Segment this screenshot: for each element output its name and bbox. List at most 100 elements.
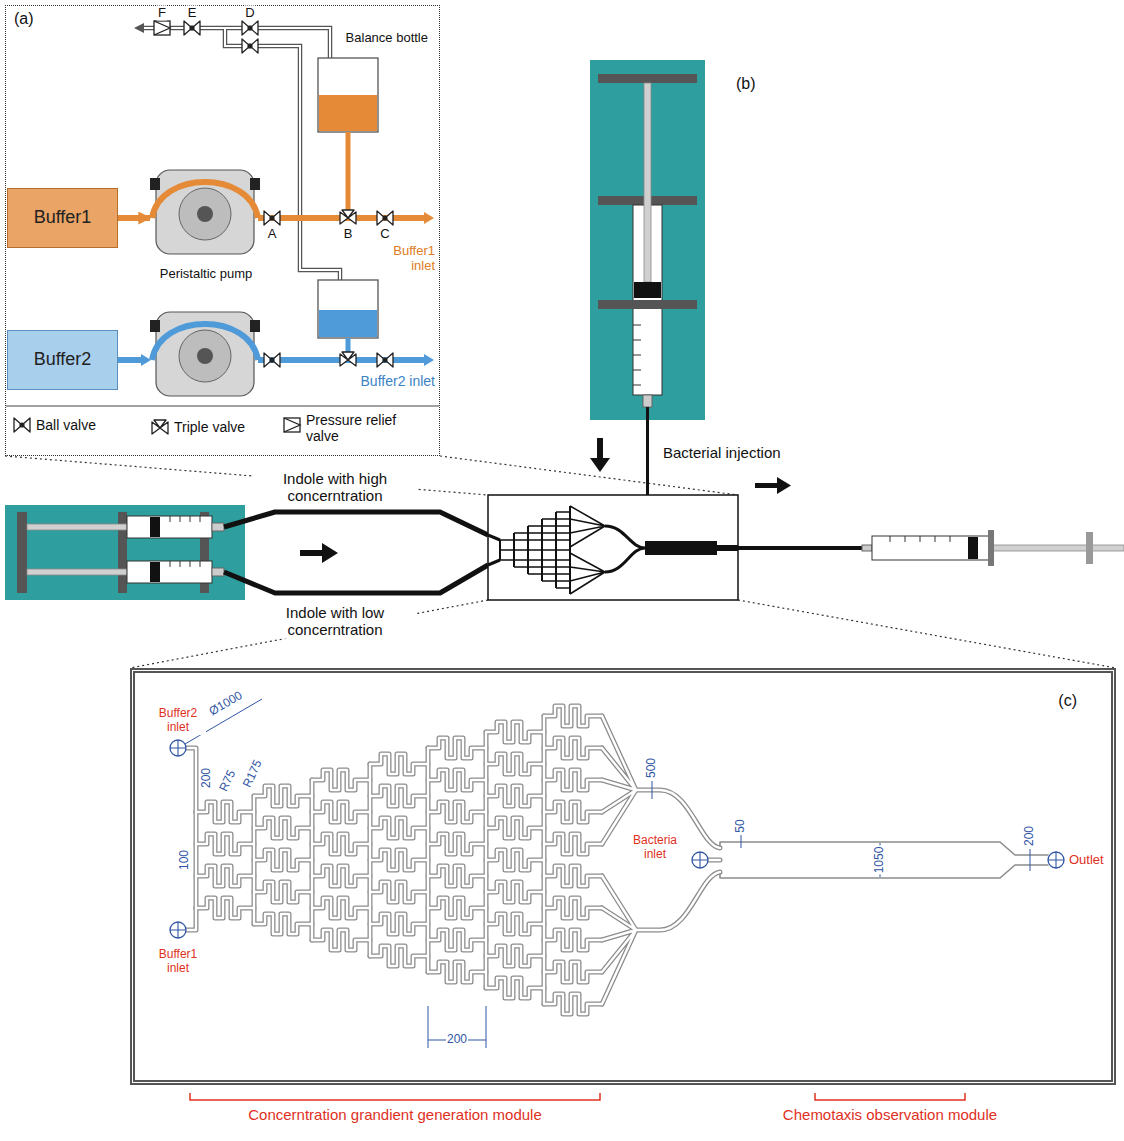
gas-pipes — [134, 23, 144, 33]
inlet-label: Buffer1 inlet — [380, 244, 436, 274]
valve-symbol — [264, 353, 280, 367]
peristaltic-pump-drawing — [152, 324, 258, 360]
syringe-pump-panel: (b) — [590, 60, 705, 420]
dimension-label: 200 — [446, 1033, 468, 1047]
bacteria-syringe-pump — [643, 395, 652, 407]
chip-overview — [717, 545, 738, 551]
dimension-line — [741, 835, 742, 848]
balance-bottle-drawing — [319, 95, 377, 131]
indole-syringe-pump — [5, 505, 245, 600]
gas-pipes — [134, 23, 340, 280]
dimension-label: 500 — [645, 757, 659, 779]
flow-label: Bacterial injection — [662, 444, 782, 461]
balance-bottle: Balance bottle — [322, 30, 428, 132]
flow-arrow — [597, 438, 603, 460]
dimension-line — [880, 843, 881, 877]
chip-overview — [500, 506, 570, 594]
bottle-label: Balance bottle — [346, 30, 428, 46]
indole-syringe-pump — [27, 569, 127, 575]
balance-bottle-drawing — [318, 58, 378, 353]
module-bracket — [190, 1093, 965, 1100]
flow-arrow — [300, 550, 322, 556]
microchannel-network — [186, 706, 1048, 1014]
indole-syringe-pump — [150, 517, 160, 537]
zoom-line — [738, 600, 1116, 668]
legend-symbol — [152, 420, 168, 434]
valve-symbol — [340, 352, 356, 366]
supply-tube — [224, 512, 488, 593]
indole-syringe-pump — [150, 562, 160, 582]
legend-symbol — [6, 406, 439, 434]
buffer-tube — [118, 357, 144, 363]
buffer-tube — [141, 354, 151, 366]
microchannel-network — [186, 706, 720, 1014]
valve-symbol — [377, 353, 393, 367]
module-label: Chemotaxis observation module — [782, 1106, 998, 1123]
port-label: Bacteria inlet — [623, 834, 687, 862]
dimension-line — [185, 699, 262, 744]
gas-pipes — [142, 28, 340, 280]
indole-syringe-pump — [5, 505, 245, 600]
peristaltic-pump: Peristaltic pump — [150, 166, 262, 282]
balance-bottle-drawing — [318, 280, 378, 338]
peristaltic-pump-drawing — [250, 320, 260, 332]
bacteria-syringe-pump — [598, 74, 697, 83]
peristaltic-pump-drawing — [250, 178, 260, 190]
microchannel-network — [720, 842, 1048, 878]
zoom-line — [130, 600, 488, 668]
valve-symbol — [242, 21, 258, 35]
outlet-syringe — [738, 530, 1124, 566]
chip-overview — [605, 526, 645, 572]
legend-symbol — [14, 418, 30, 432]
zoom-line — [5, 456, 488, 495]
outlet-syringe — [968, 537, 978, 559]
buffer-tube — [424, 354, 434, 366]
indole-syringe-pump — [17, 512, 27, 593]
peristaltic-pump-drawing — [197, 348, 213, 364]
port-symbol — [170, 922, 186, 938]
legend-label: Ball valve — [36, 417, 96, 433]
dimension-line — [185, 699, 1030, 1048]
bacteria-syringe-pump — [598, 300, 697, 309]
gas-pipes — [142, 28, 340, 280]
inlet-label: Buffer2 inlet — [360, 373, 436, 389]
legend-label: Pressure relief valve — [306, 412, 432, 444]
valve-symbol — [340, 210, 356, 224]
balance-bottle-drawing — [346, 338, 351, 353]
dimension-line — [652, 781, 653, 799]
outlet-syringe — [890, 536, 950, 542]
dimension-line — [1030, 849, 1031, 871]
valve-letter: B — [343, 227, 354, 242]
buffer-name: Buffer1 — [34, 207, 92, 229]
module-bracket — [815, 1093, 965, 1100]
valve-letter: A — [267, 227, 278, 242]
outlet-syringe — [992, 545, 1124, 551]
bacteria-syringe-pump — [590, 60, 705, 541]
supply-tube — [224, 512, 488, 535]
buffer-reservoir: Buffer1 — [7, 188, 118, 248]
chip-layout-panel: (c) — [130, 668, 1116, 1085]
panel-letter: (a) — [14, 9, 34, 28]
valve-letter: D — [244, 6, 255, 21]
peristaltic-pump-drawing — [150, 170, 260, 396]
outlet-syringe — [988, 530, 994, 566]
panel-letter: (b) — [736, 74, 756, 93]
chip-overview — [645, 541, 717, 555]
indole-syringe-pump — [27, 524, 127, 530]
indole-syringe-pump — [212, 568, 224, 576]
valve-letter: C — [379, 227, 390, 242]
dimension-label: R75 — [217, 767, 240, 795]
indole-syringe-pump — [212, 523, 224, 531]
module-label: Concerntration grandient generation modu… — [247, 1106, 543, 1123]
microchannel-network — [186, 706, 720, 1014]
chip-overview — [488, 535, 500, 565]
peristaltic-pump-drawing — [197, 206, 213, 222]
valve-symbol — [154, 21, 258, 53]
panel-frame: (a) Buffer1 Peristaltic pump Balance bottle… — [5, 5, 440, 456]
chip-overview — [488, 495, 738, 600]
dimension-label: 50 — [734, 818, 748, 833]
valve-symbol — [264, 210, 393, 367]
